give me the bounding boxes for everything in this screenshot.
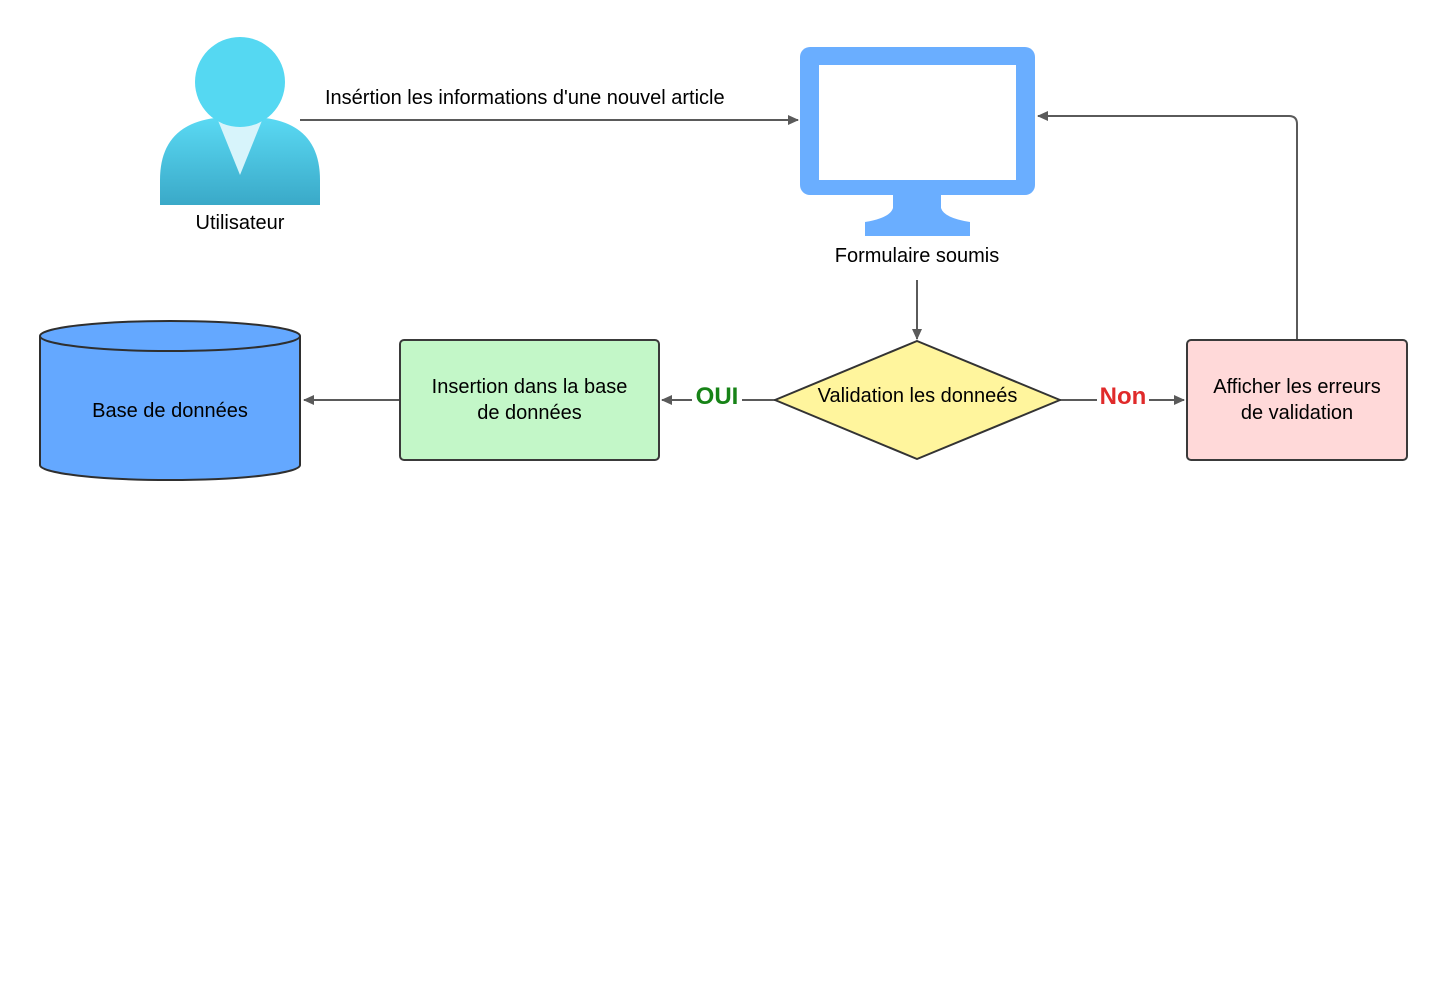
validation-diamond xyxy=(774,340,1061,460)
error-box-line-2: de validation xyxy=(1240,402,1354,424)
user-icon xyxy=(160,37,320,205)
database-label: Base de données xyxy=(92,400,248,422)
insert-box-line-2: de données xyxy=(477,402,582,424)
edge-user-form-label: Insértion les informations d'une nouvel … xyxy=(325,87,725,109)
insert-box xyxy=(399,339,660,461)
yes-branch-label: OUI xyxy=(695,383,739,410)
error-box-text: Afficher les erreurs de validation xyxy=(1187,340,1407,460)
monitor-icon xyxy=(800,47,1035,236)
error-box-line-1: Afficher les erreurs xyxy=(1213,376,1381,398)
user-label: Utilisateur xyxy=(195,212,285,234)
insert-box-line-1: Insertion dans la base xyxy=(431,376,628,398)
no-branch-label: Non xyxy=(1099,383,1147,410)
decision-label: Validation les donneés xyxy=(817,385,1018,407)
database-cylinder xyxy=(39,320,301,481)
insert-box-text: Insertion dans la base de données xyxy=(400,340,659,460)
edge-errors-to-form xyxy=(1037,111,1298,340)
error-box xyxy=(1186,339,1408,461)
monitor-label: Formulaire soumis xyxy=(834,245,1000,267)
